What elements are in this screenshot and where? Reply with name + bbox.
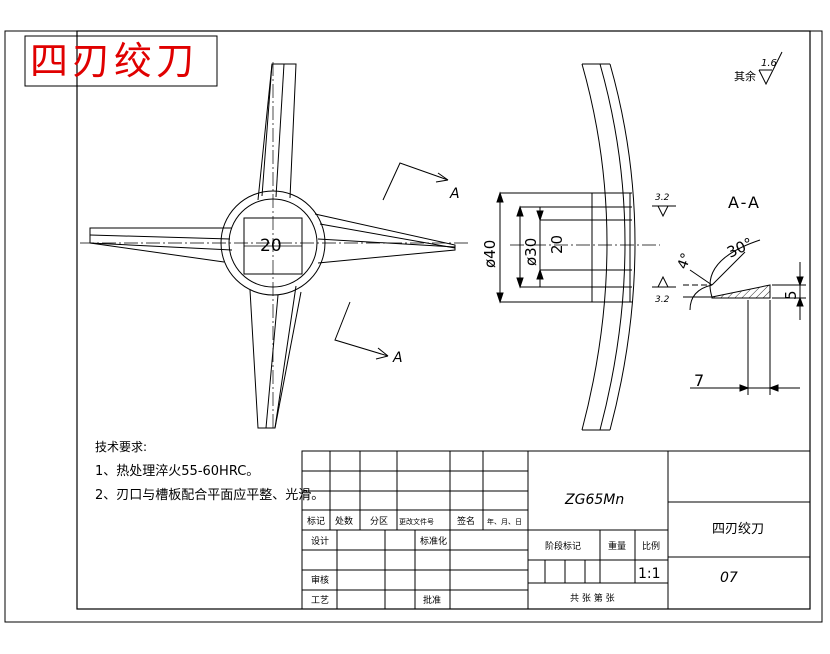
section-cut-marks bbox=[334, 162, 449, 360]
tech-req-item-1: 1、热处理淬火55-60HRC。 bbox=[95, 464, 259, 479]
drawing-title: 四刃绞刀 bbox=[30, 39, 198, 83]
tb-design: 设计 bbox=[311, 535, 329, 547]
tb-zone: 分区 bbox=[370, 516, 388, 527]
tb-drawing-no: 07 bbox=[720, 570, 738, 586]
tb-weight: 重量 bbox=[608, 540, 626, 552]
tb-scale: 1:1 bbox=[638, 566, 661, 582]
section-label: A-A bbox=[728, 193, 761, 212]
section-aa bbox=[683, 239, 806, 395]
roughness-top: 3.2 bbox=[655, 193, 670, 203]
dim-square: 20 bbox=[260, 236, 282, 256]
drawing-frame bbox=[76, 30, 811, 610]
dim-angle4: 4° bbox=[675, 251, 695, 271]
tb-date: 年、月、日 bbox=[487, 517, 522, 526]
surface-note-value: 1.6 bbox=[761, 58, 777, 69]
section-mark-bottom: A bbox=[392, 350, 403, 366]
dim-h5: 5 bbox=[782, 290, 800, 300]
tb-part-name: 四刃绞刀 bbox=[712, 521, 764, 537]
section-mark-top: A bbox=[449, 186, 460, 202]
dim-d30: ø30 bbox=[522, 238, 540, 266]
tech-req-heading: 技术要求: bbox=[95, 440, 147, 454]
tb-process: 工艺 bbox=[311, 595, 329, 606]
tb-standard: 标准化 bbox=[420, 535, 447, 547]
tb-sign: 签名 bbox=[457, 515, 475, 527]
tech-req-item-2: 2、刃口与槽板配合平面应平整、光滑。 bbox=[95, 487, 324, 503]
tb-ratio: 比例 bbox=[642, 540, 660, 552]
tb-mark: 标记 bbox=[307, 515, 325, 527]
tb-stage: 阶段标记 bbox=[545, 540, 581, 552]
dim-h20: 20 bbox=[548, 235, 566, 254]
surface-note-label: 其余 bbox=[734, 69, 756, 83]
dim-d40: ø40 bbox=[481, 240, 499, 268]
tb-change-doc: 更改文件号 bbox=[399, 517, 434, 526]
tb-count: 处数 bbox=[335, 515, 353, 527]
title-box bbox=[24, 35, 218, 87]
side-view bbox=[496, 63, 676, 431]
sheet-border bbox=[4, 30, 823, 623]
tb-approve: 批准 bbox=[423, 594, 441, 606]
roughness-symbol bbox=[758, 51, 783, 86]
dim-w7: 7 bbox=[694, 371, 704, 390]
tb-material: ZG65Mn bbox=[564, 492, 624, 508]
tb-review: 审核 bbox=[311, 574, 329, 586]
roughness-bottom: 3.2 bbox=[655, 295, 670, 305]
tb-sheets: 共 张 第 张 bbox=[570, 592, 615, 604]
dim-angle30: 30° bbox=[724, 234, 756, 262]
title-block bbox=[301, 450, 811, 610]
